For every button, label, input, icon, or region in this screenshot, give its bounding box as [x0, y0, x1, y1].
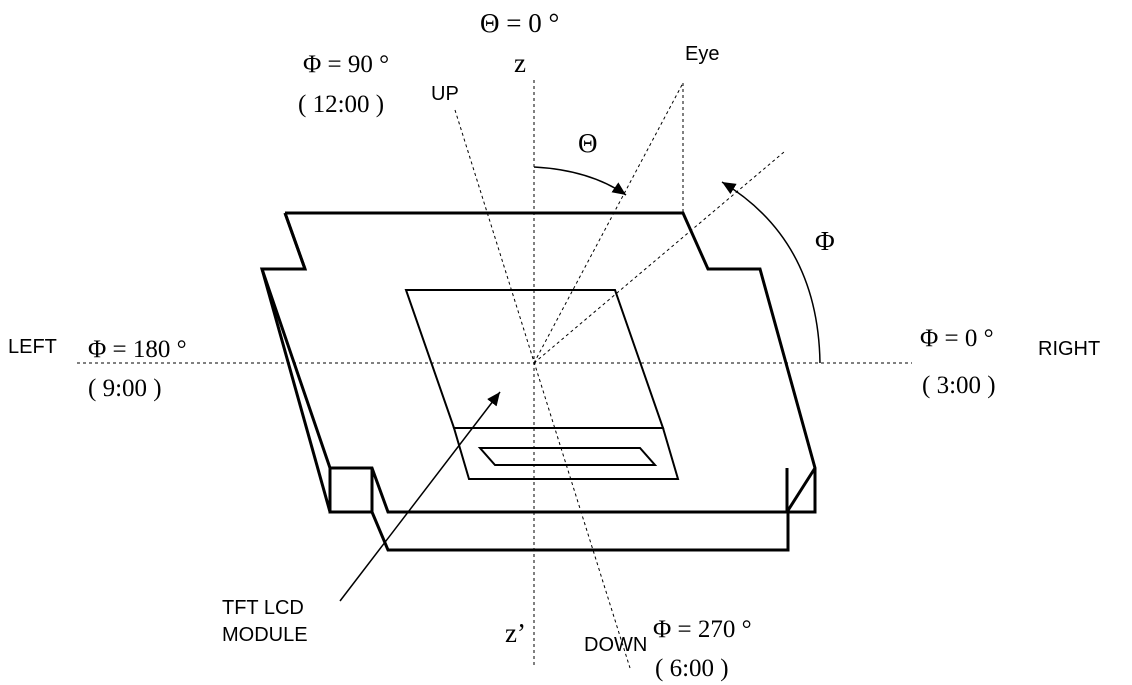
left-label: LEFT: [8, 336, 57, 358]
up-label: UP: [431, 83, 459, 105]
theta-zero-label: Θ = 0 °: [480, 8, 559, 38]
z-prime-axis-label: z’: [505, 618, 526, 648]
down-label: DOWN: [584, 634, 647, 656]
clock-3-label: ( 3:00 ): [922, 372, 996, 399]
display-area: [404, 289, 680, 480]
phi-label: Φ: [815, 226, 835, 256]
clock-12-label: ( 12:00 ): [298, 91, 384, 118]
phi-180-label: Φ = 180 °: [88, 336, 187, 363]
eye-label: Eye: [685, 43, 719, 65]
theta-label: Θ: [578, 128, 598, 158]
lcd-module-body: [259, 211, 817, 552]
clock-6-label: ( 6:00 ): [655, 655, 729, 682]
eye-line: [533, 82, 684, 364]
module-notch-left-vertical: [283, 212, 307, 270]
module-label-line2: MODULE: [222, 624, 308, 646]
module-right-corner-slant: [785, 467, 817, 513]
module-bottom-plate: [370, 511, 790, 552]
phi-arc: [721, 181, 821, 364]
right-label: RIGHT: [1038, 338, 1100, 360]
phi-90-label: Φ = 90 °: [303, 51, 389, 78]
display-slot: [477, 447, 658, 466]
eye-projection-line: [533, 151, 785, 364]
phi-0-label: Φ = 0 °: [920, 325, 994, 352]
display-frame-bottom: [452, 427, 680, 480]
module-top-outline: [259, 211, 817, 514]
phi-270-label: Φ = 270 °: [653, 616, 752, 643]
module-pointer-arrow: [339, 391, 501, 602]
axes: [77, 80, 912, 669]
z-axis-label: z: [514, 48, 526, 78]
module-front-left-edge: [260, 268, 332, 513]
theta-arc: [533, 166, 627, 196]
angle-arcs: [533, 166, 821, 364]
module-left-corner-block: [328, 468, 374, 514]
up-down-axis-line: [454, 109, 631, 669]
module-label-line1: TFT LCD: [222, 597, 304, 619]
clock-9-label: ( 9:00 ): [88, 375, 162, 402]
